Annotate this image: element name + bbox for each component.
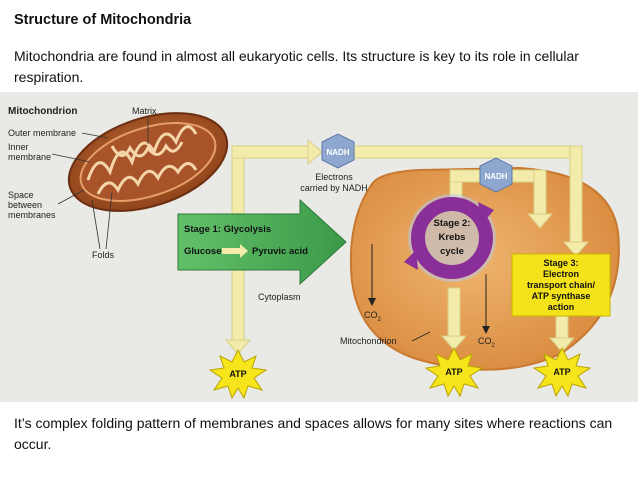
co2-arrow-1: CO2: [364, 244, 382, 323]
svg-text:ATP: ATP: [445, 367, 462, 377]
krebs-cycle: Stage 2: Krebs cycle: [404, 194, 496, 282]
nadh-badge-2: NADH: [479, 157, 513, 193]
svg-text:NADH: NADH: [484, 172, 507, 181]
svg-text:NADH: NADH: [326, 148, 349, 157]
inner-membrane-label-2: membrane: [8, 152, 51, 162]
glucose-label: Glucose: [184, 246, 222, 257]
slide-title: Structure of Mitochondria: [14, 12, 192, 28]
svg-text:ATP: ATP: [553, 367, 570, 377]
intro-text: Mitochondria are found in almost all euk…: [14, 48, 579, 85]
space-label-3: membranes: [8, 210, 56, 220]
mitochondrion-illustration: [67, 112, 229, 212]
co2-arrow-2: CO2: [478, 274, 496, 349]
svg-text:Electrons: Electrons: [315, 172, 353, 182]
stage3-label-4: ATP synthase: [532, 291, 591, 301]
co2-sub-2: 2: [492, 343, 496, 349]
space-label-2: between: [8, 200, 42, 210]
atp-burst-2: ATP: [424, 346, 484, 398]
stage2-label-3: cycle: [440, 246, 464, 257]
stage3-label-2: Electron: [543, 269, 579, 279]
stage3-box: Stage 3: Electron transport chain/ ATP s…: [511, 253, 611, 317]
mito-title: Mitochondrion: [8, 106, 77, 117]
co2-sub-1: 2: [378, 317, 382, 323]
stage3-label-5: action: [548, 302, 575, 312]
mitochondrion-label: Mitochondrion: [340, 336, 397, 346]
svg-text:CO2: CO2: [364, 310, 382, 323]
electrons-label: Electrons carried by NADH: [300, 172, 368, 193]
nadh-badge-1: NADH: [321, 133, 355, 169]
stage3-label-3: transport chain/: [527, 280, 596, 290]
outer-membrane-label: Outer membrane: [8, 128, 76, 138]
atp-burst-3: ATP: [532, 346, 592, 398]
mitochondrion-labels: Mitochondrion Matrix Outer membrane Inne…: [8, 106, 157, 260]
stage2-label-1: Stage 2:: [434, 218, 471, 229]
stage2-label-2: Krebs: [439, 232, 466, 243]
co2-text-2: CO: [478, 336, 492, 346]
folds-label: Folds: [92, 250, 115, 260]
cytoplasm-label: Cytoplasm: [258, 292, 301, 302]
glycolysis-labels: Stage 1: Glycolysis Glucose Pyruvic acid: [184, 224, 308, 258]
cellular-respiration-figure: Mitochondrion Matrix Outer membrane Inne…: [0, 92, 638, 402]
stage3-label-1: Stage 3:: [543, 258, 578, 268]
matrix-label: Matrix: [132, 106, 157, 116]
stage1-label: Stage 1: Glycolysis: [184, 224, 271, 235]
svg-text:carried by NADH: carried by NADH: [300, 183, 368, 193]
glycolysis-arrow: [177, 198, 347, 286]
space-label-1: Space: [8, 190, 34, 200]
co2-text-1: CO: [364, 310, 378, 320]
figure-svg: Mitochondrion Matrix Outer membrane Inne…: [8, 106, 620, 400]
outro-text: It’s complex folding pattern of membrane…: [14, 415, 613, 452]
pyruvic-acid-label: Pyruvic acid: [252, 246, 308, 257]
svg-text:ATP: ATP: [229, 369, 246, 379]
atp-burst-1: ATP: [208, 348, 268, 400]
svg-text:CO2: CO2: [478, 336, 496, 349]
inner-membrane-label-1: Inner: [8, 142, 29, 152]
